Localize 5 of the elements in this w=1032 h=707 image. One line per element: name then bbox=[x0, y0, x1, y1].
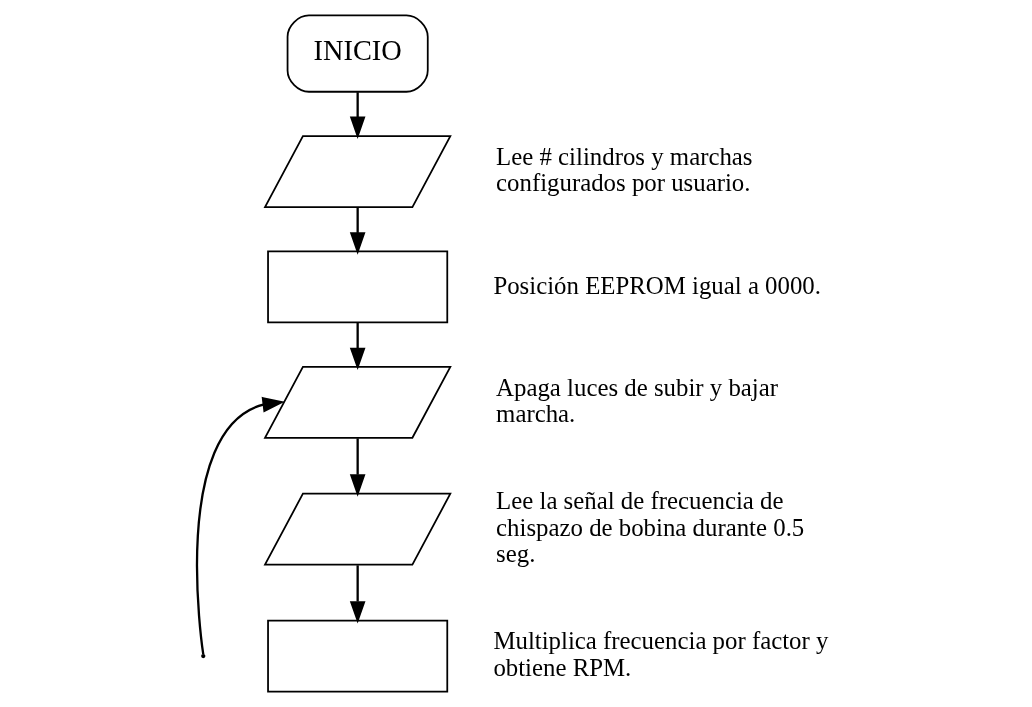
node-label: Lee la señal de frecuencia de chispazo de bobina durante 0.5 seg. bbox=[496, 487, 805, 568]
node-label: Lee # cilindros y marchas configurados por usuario. bbox=[496, 142, 753, 197]
node-label: Multiplica frecuencia por factor y obtiene RPM. bbox=[493, 627, 829, 681]
node-label: Apaga luces de subir y bajar marcha. bbox=[496, 373, 779, 428]
node-label: Posición EEPROM igual a 0000. bbox=[493, 271, 821, 299]
